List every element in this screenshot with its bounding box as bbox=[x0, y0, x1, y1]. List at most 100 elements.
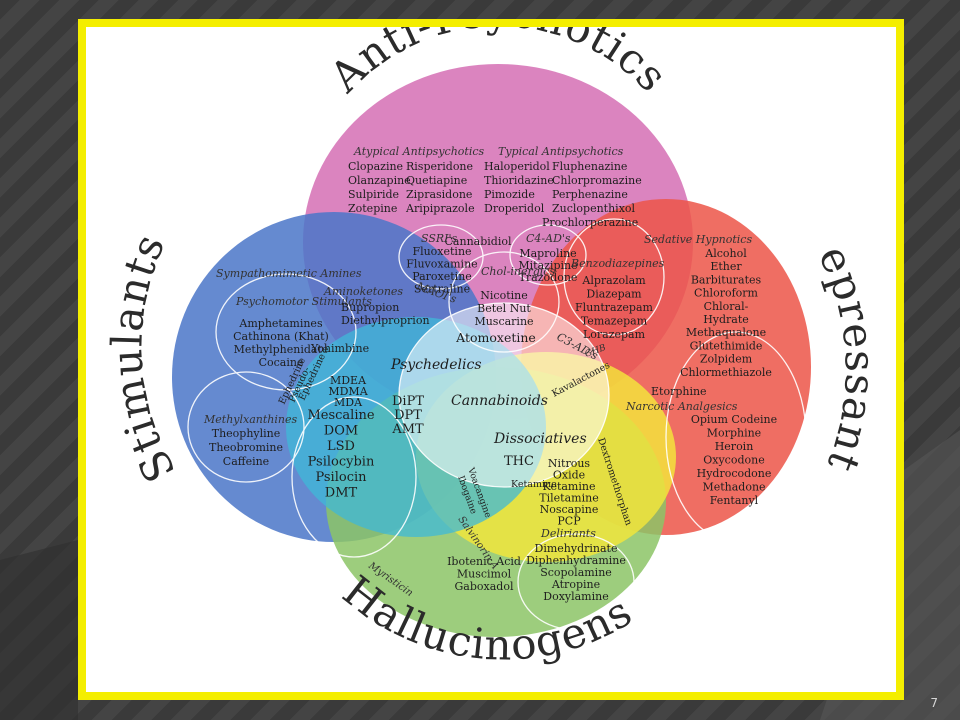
ketamine-left: Ketamine bbox=[511, 479, 557, 490]
venn-diagram: Anti-Psychotics Hallucinogens Stimulants… bbox=[86, 27, 884, 670]
sympathomimetic-title: Sympathomimetic Amines bbox=[216, 267, 362, 280]
narcotic-item: Fentanyl bbox=[710, 494, 759, 507]
deliriant-item: Dimehydrinate bbox=[535, 542, 618, 555]
sedative-item: Alcohol bbox=[704, 247, 747, 260]
sedative-item: Methaqualone bbox=[686, 326, 766, 339]
atypical-item: Quetiapine bbox=[406, 174, 467, 187]
narcotic-item: Methadone bbox=[702, 481, 765, 494]
sedative-item: Chloral- bbox=[704, 300, 749, 313]
typical-item: Haloperidol bbox=[484, 160, 550, 173]
typical-item: Pimozide bbox=[484, 188, 535, 201]
benzo-item: Diazepam bbox=[586, 288, 642, 301]
narcotic-item: Morphine bbox=[707, 427, 761, 440]
phenethylamine-item: Psilocybin bbox=[308, 455, 375, 470]
benzo-item: Temazepam bbox=[581, 315, 648, 328]
atypical-item: Zotepine bbox=[348, 202, 397, 215]
sedative-item: Zolpidem bbox=[700, 353, 753, 366]
narcotic-title: Narcotic Analgesics bbox=[625, 400, 738, 413]
typical-list-b: FluphenazineChlorpromazinePerphenazineZu… bbox=[542, 160, 642, 229]
atypical-item: Olanzapine bbox=[348, 174, 411, 187]
typical-item: Chlorpromazine bbox=[552, 174, 642, 187]
methylxanthine-item: Caffeine bbox=[223, 455, 269, 468]
phenethylamine-item: LSD bbox=[327, 439, 355, 454]
psychomotor-item: Cathinona (Khat) bbox=[233, 330, 329, 343]
thc-label: THC bbox=[504, 454, 534, 469]
tryptamine-item: AMT bbox=[391, 422, 424, 437]
deliriants-title: Deliriants bbox=[540, 527, 596, 540]
atypical-title: Atypical Antipsychotics bbox=[353, 145, 485, 158]
atypical-list-b: RisperidoneQuetiapineZiprasidoneAripipra… bbox=[405, 160, 475, 215]
ssris-title: SSRI's bbox=[421, 232, 458, 245]
typical-item: Thioridazine bbox=[484, 174, 554, 187]
ssri-item: Paroxetine bbox=[412, 270, 472, 283]
mdma-item: MDMA bbox=[328, 385, 368, 398]
benzo-item: Fluntrazepam bbox=[575, 301, 653, 314]
typical-item: Droperidol bbox=[484, 202, 545, 215]
typical-item: Fluphenazine bbox=[552, 160, 627, 173]
benzo-item: Lorazepam bbox=[583, 328, 646, 341]
aminoketone-item: Diethylproprion bbox=[341, 314, 430, 327]
dissociatives-label: Dissociatives bbox=[493, 431, 587, 447]
cholinergic-item: Nicotine bbox=[480, 289, 527, 302]
aminoketones-title: Aminoketones bbox=[323, 285, 403, 298]
atomoxetine: Atomoxetine bbox=[455, 330, 536, 345]
deliriant-item: Doxylamine bbox=[543, 590, 608, 603]
typical-item: Perphenazine bbox=[552, 188, 628, 201]
sedative-title: Sedative Hypnotics bbox=[644, 233, 752, 246]
amanita-item: Gaboxadol bbox=[455, 580, 514, 593]
dissociative-item: Oxide bbox=[553, 469, 585, 482]
c4ad-item: Trazodone bbox=[519, 271, 578, 284]
ssri-item: Sertraline bbox=[414, 283, 470, 296]
venn-circles bbox=[172, 64, 811, 637]
yohimbine: Yohimbine bbox=[310, 342, 369, 355]
deliriants-list: DimehydrinateDiphenhydramineScopolamineA… bbox=[526, 542, 626, 603]
ssri-item: Fluoxetine bbox=[412, 245, 471, 258]
dissociative-item: Noscapine bbox=[540, 503, 599, 516]
c4ads-title: C4-AD's bbox=[526, 232, 571, 245]
psychedelics-label: Psychedelics bbox=[390, 357, 482, 373]
mdma-item: MDEA bbox=[330, 374, 367, 387]
sedative-list: AlcoholEtherBarbituratesChloroformChlora… bbox=[680, 247, 772, 379]
atypical-item: Ziprasidone bbox=[406, 188, 472, 201]
sedative-item: Chloroform bbox=[694, 287, 758, 300]
typical-item: Zuclopenthixol bbox=[552, 202, 636, 215]
ssris-list: FluoxetineFluvoxamineParoxetineSertralin… bbox=[406, 245, 477, 296]
sedative-item: Glutethimide bbox=[690, 339, 763, 352]
inner-outlines bbox=[187, 218, 807, 631]
narcotic-item: Opium Codeine bbox=[691, 413, 777, 426]
psychomotor-item: Cocaine bbox=[259, 356, 304, 369]
narcotic-item: Heroin bbox=[715, 440, 754, 453]
amanita-item: Ibotenic Acid bbox=[447, 555, 521, 568]
cannabidiol: Cannabidiol bbox=[445, 235, 512, 248]
benzo-item: Alprazolam bbox=[581, 274, 646, 287]
mdma-item: MDA bbox=[334, 396, 363, 409]
sedative-item: Barbiturates bbox=[691, 273, 762, 286]
narcotic-item: Oxycodone bbox=[703, 454, 764, 467]
atypical-item: Clopazine bbox=[348, 160, 403, 173]
typical-title: Typical Antipsychotics bbox=[498, 145, 624, 158]
benzo-title: Benzodiazepines bbox=[570, 257, 665, 270]
deliriant-item: Scopolamine bbox=[540, 566, 612, 579]
dissociative-item: PCP bbox=[557, 515, 581, 528]
methylxanthine-item: Theophyline bbox=[212, 427, 281, 440]
psychomotor-item: Amphetamines bbox=[238, 317, 323, 330]
cholinergics-title: Chol-inergics bbox=[481, 265, 555, 278]
etorphine: Etorphine bbox=[651, 385, 707, 398]
narcotic-item: Hydrocodone bbox=[697, 467, 772, 480]
sedative-item: Ether bbox=[710, 260, 742, 273]
label-stimulants: Stimulants bbox=[102, 226, 185, 490]
methylxanthine-item: Theobromine bbox=[209, 441, 283, 454]
atypical-item: Aripiprazole bbox=[405, 202, 475, 215]
narcotic-list: Opium CodeineMorphineHeroinOxycodoneHydr… bbox=[691, 413, 777, 507]
dissociative-item: Ketamine bbox=[543, 480, 596, 493]
circle-center bbox=[399, 303, 609, 487]
